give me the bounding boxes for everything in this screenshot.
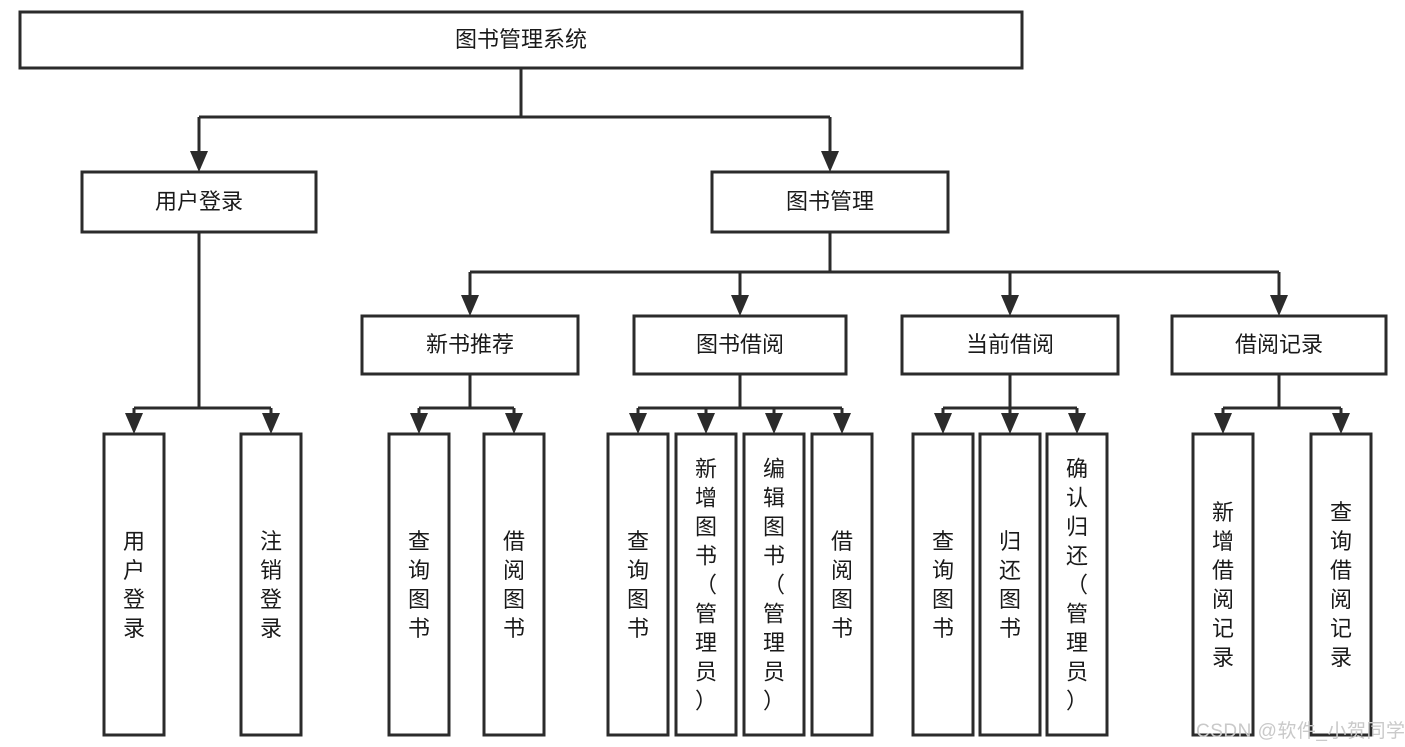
node-user-login[interactable]: 用户登录 (80, 170, 318, 234)
edge-root-to-level1-arrow-user-login (190, 151, 208, 172)
node-box-leaf-query-book-2 (606, 432, 670, 737)
edge-book-manage-to-level2-arrow-book-borrow (731, 295, 749, 316)
node-leaf-borrow-book-1[interactable]: 借阅图书 (482, 432, 546, 737)
node-label-book-manage: 图书管理 (786, 189, 874, 214)
node-label-leaf-confirm-return: 确认归还（管理员） (1066, 457, 1088, 714)
node-box-borrow-record (1170, 314, 1388, 376)
node-box-leaf-user-login (102, 432, 166, 737)
node-label-borrow-record: 借阅记录 (1235, 332, 1323, 357)
node-box-leaf-query-record (1309, 432, 1373, 737)
node-box-leaf-edit-book (742, 432, 806, 737)
node-leaf-edit-book[interactable]: 编辑图书（管理员） (742, 432, 806, 737)
edge-current-to-leaves-arrow-leaf-query-book-3 (934, 413, 952, 434)
node-label-leaf-borrow-book-1: 借阅图书 (503, 529, 525, 641)
node-new-book-recommend[interactable]: 新书推荐 (360, 314, 580, 376)
node-box-root (18, 10, 1024, 70)
node-leaf-user-login[interactable]: 用户登录 (102, 432, 166, 737)
connector-layer (125, 68, 1350, 434)
node-box-leaf-add-record (1191, 432, 1255, 737)
node-label-root: 图书管理系统 (455, 27, 587, 52)
node-box-book-manage (710, 170, 950, 234)
edge-borrow-to-leaves-arrow-leaf-borrow-book-2 (833, 413, 851, 434)
node-box-leaf-add-book (674, 432, 738, 737)
edge-current-to-leaves-arrow-leaf-return-book (1001, 413, 1019, 434)
node-box-current-borrow (900, 314, 1120, 376)
edge-book-manage-to-level2-arrow-current-borrow (1001, 295, 1019, 316)
node-label-leaf-user-login: 用户登录 (123, 529, 145, 641)
node-root[interactable]: 图书管理系统 (18, 10, 1024, 70)
node-book-borrow[interactable]: 图书借阅 (632, 314, 848, 376)
node-box-leaf-return-book (978, 432, 1042, 737)
node-label-book-borrow: 图书借阅 (696, 332, 784, 357)
node-box-leaf-borrow-book-1 (482, 432, 546, 737)
node-leaf-query-book-3[interactable]: 查询图书 (911, 432, 975, 737)
edge-book-manage-to-level2-arrow-new-book-recommend (461, 295, 479, 316)
node-label-current-borrow: 当前借阅 (966, 332, 1054, 357)
node-current-borrow[interactable]: 当前借阅 (900, 314, 1120, 376)
node-leaf-return-book[interactable]: 归还图书 (978, 432, 1042, 737)
node-box-leaf-query-book-3 (911, 432, 975, 737)
node-box-user-login (80, 170, 318, 234)
node-label-leaf-add-record: 新增借阅记录 (1212, 500, 1234, 670)
edge-record-to-leaves-arrow-leaf-query-record (1332, 413, 1350, 434)
node-label-leaf-logout: 注销登录 (260, 529, 282, 641)
node-box-leaf-borrow-book-2 (810, 432, 874, 737)
edge-record-to-leaves-arrow-leaf-add-record (1214, 413, 1232, 434)
node-borrow-record[interactable]: 借阅记录 (1170, 314, 1388, 376)
edge-borrow-to-leaves-arrow-leaf-query-book-2 (629, 413, 647, 434)
node-book-manage[interactable]: 图书管理 (710, 170, 950, 234)
node-label-leaf-add-book: 新增图书（管理员） (695, 457, 717, 714)
edge-borrow-to-leaves-arrow-leaf-edit-book (765, 413, 783, 434)
node-label-leaf-query-book-3: 查询图书 (932, 529, 954, 641)
node-box-book-borrow (632, 314, 848, 376)
node-leaf-confirm-return[interactable]: 确认归还（管理员） (1045, 432, 1109, 737)
node-leaf-add-record[interactable]: 新增借阅记录 (1191, 432, 1255, 737)
node-box-new-book-recommend (360, 314, 580, 376)
node-label-user-login: 用户登录 (155, 189, 243, 214)
node-leaf-query-book-1[interactable]: 查询图书 (387, 432, 451, 737)
node-label-leaf-borrow-book-2: 借阅图书 (831, 529, 853, 641)
node-box-leaf-confirm-return (1045, 432, 1109, 737)
node-leaf-add-book[interactable]: 新增图书（管理员） (674, 432, 738, 737)
node-label-leaf-query-record: 查询借阅记录 (1330, 500, 1352, 670)
edge-user-login-to-leaves-arrow-leaf-user-login (125, 413, 143, 434)
node-label-leaf-query-book-1: 查询图书 (408, 529, 430, 641)
edge-book-manage-to-level2-arrow-borrow-record (1270, 295, 1288, 316)
node-label-new-book-recommend: 新书推荐 (426, 332, 514, 357)
csdn-watermark: CSDN @软件_小贺同学 (1196, 721, 1405, 742)
edge-root-to-level1-arrow-book-manage (821, 151, 839, 172)
edge-borrow-to-leaves-arrow-leaf-add-book (697, 413, 715, 434)
node-layer: 图书管理系统用户登录图书管理新书推荐图书借阅当前借阅借阅记录用户登录注销登录查询… (18, 10, 1388, 737)
node-label-leaf-edit-book: 编辑图书（管理员） (763, 457, 785, 714)
node-box-leaf-logout (239, 432, 303, 737)
edge-recommend-to-leaves-arrow-leaf-borrow-book-1 (505, 413, 523, 434)
node-label-leaf-query-book-2: 查询图书 (627, 529, 649, 641)
node-leaf-borrow-book-2[interactable]: 借阅图书 (810, 432, 874, 737)
node-leaf-query-book-2[interactable]: 查询图书 (606, 432, 670, 737)
edge-recommend-to-leaves-arrow-leaf-query-book-1 (410, 413, 428, 434)
node-box-leaf-query-book-1 (387, 432, 451, 737)
edge-current-to-leaves-arrow-leaf-confirm-return (1068, 413, 1086, 434)
node-label-leaf-return-book: 归还图书 (999, 529, 1021, 641)
node-leaf-query-record[interactable]: 查询借阅记录 (1309, 432, 1373, 737)
node-leaf-logout[interactable]: 注销登录 (239, 432, 303, 737)
edge-user-login-to-leaves-arrow-leaf-logout (262, 413, 280, 434)
